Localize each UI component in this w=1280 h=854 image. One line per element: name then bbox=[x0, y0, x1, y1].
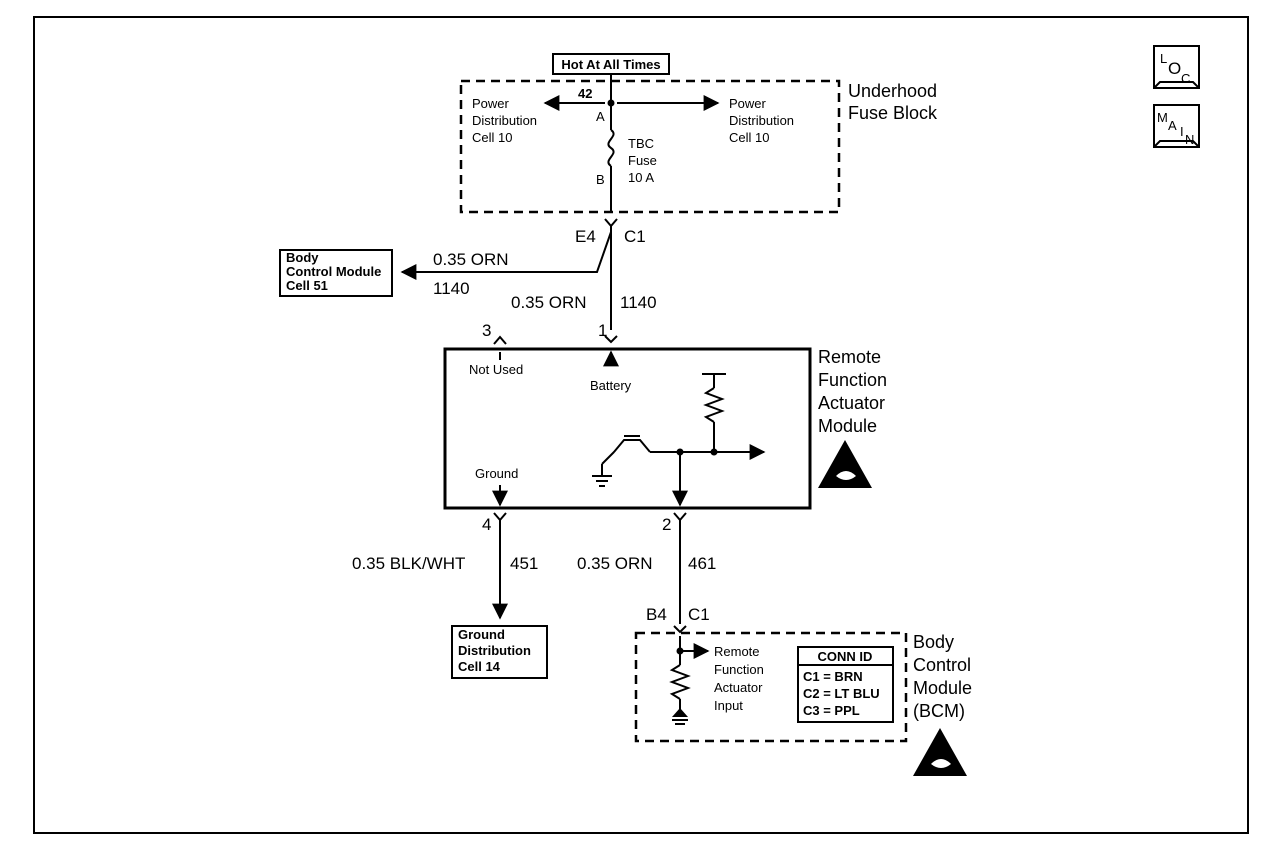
rfa-pin4-connector bbox=[493, 512, 507, 522]
rfa-pin1: 1 bbox=[598, 321, 607, 340]
feed-wire-circuit: 1140 bbox=[620, 293, 657, 312]
transistor-symbol bbox=[601, 435, 651, 465]
bcm-ground-icon bbox=[672, 708, 688, 717]
bcm-branch-wire bbox=[400, 231, 612, 280]
main-button[interactable]: M A I N bbox=[1153, 104, 1200, 148]
rfa-pin3-connector bbox=[493, 335, 507, 345]
conn-id-title: CONN ID bbox=[818, 649, 873, 664]
ground-wire-color: 0.35 BLK/WHT bbox=[352, 554, 465, 573]
bus-number: 42 bbox=[578, 86, 592, 101]
connector-b4-symbol bbox=[673, 625, 687, 634]
feed-wire-color: 0.35 ORN bbox=[511, 293, 587, 312]
fuse-block-boundary bbox=[459, 79, 841, 214]
ground-ref-box bbox=[451, 625, 548, 679]
rfa-pin2-connector bbox=[673, 512, 687, 522]
rfa-ground-label: Ground bbox=[475, 466, 518, 481]
loc-button[interactable]: L O C bbox=[1153, 45, 1200, 89]
svg-text:C: C bbox=[1181, 71, 1190, 86]
output-wire-circuit: 461 bbox=[688, 554, 716, 573]
rfa-pin3-label: Not Used bbox=[469, 362, 523, 377]
ground-wire-circuit: 451 bbox=[510, 554, 538, 573]
svg-text:I: I bbox=[1180, 124, 1184, 139]
bcm-ref-box bbox=[279, 249, 393, 297]
connector-b4-id: C1 bbox=[688, 605, 710, 624]
bcm-branch-circuit: 1140 bbox=[433, 279, 470, 298]
rfa-pin4: 4 bbox=[482, 515, 491, 534]
svg-text:L: L bbox=[1160, 51, 1167, 66]
svg-text:M: M bbox=[1157, 110, 1168, 125]
conn-id-box bbox=[797, 646, 894, 723]
connector-e4-symbol bbox=[604, 218, 618, 228]
diagram-frame bbox=[33, 16, 1249, 834]
connector-b4-pin: B4 bbox=[646, 605, 667, 624]
rfa-module-box bbox=[443, 347, 812, 510]
esd-warning-icon-bcm bbox=[913, 728, 967, 776]
connector-e4-pin: E4 bbox=[575, 227, 596, 246]
pullup-resistor bbox=[703, 387, 725, 423]
svg-text:O: O bbox=[1168, 59, 1181, 78]
fuse-pin-b: B bbox=[596, 172, 605, 187]
bcm-boundary bbox=[634, 631, 908, 743]
bcm-branch-wire-color: 0.35 ORN bbox=[433, 250, 509, 269]
connector-e4-id: C1 bbox=[624, 227, 646, 246]
output-wire-color: 0.35 ORN bbox=[577, 554, 653, 573]
rfa-pin2: 2 bbox=[662, 515, 671, 534]
fuse-pin-a: A bbox=[596, 109, 605, 124]
rfa-pin3: 3 bbox=[482, 321, 491, 340]
esd-warning-icon bbox=[818, 440, 872, 488]
rfa-pin1-connector bbox=[604, 335, 618, 344]
supply-label: Hot At All Times bbox=[561, 57, 660, 72]
fuse-element bbox=[607, 129, 615, 167]
svg-text:A: A bbox=[1168, 118, 1177, 133]
bcm-pulldown-resistor bbox=[669, 664, 691, 700]
rfa-battery-label: Battery bbox=[590, 378, 632, 393]
svg-text:N: N bbox=[1185, 132, 1194, 147]
